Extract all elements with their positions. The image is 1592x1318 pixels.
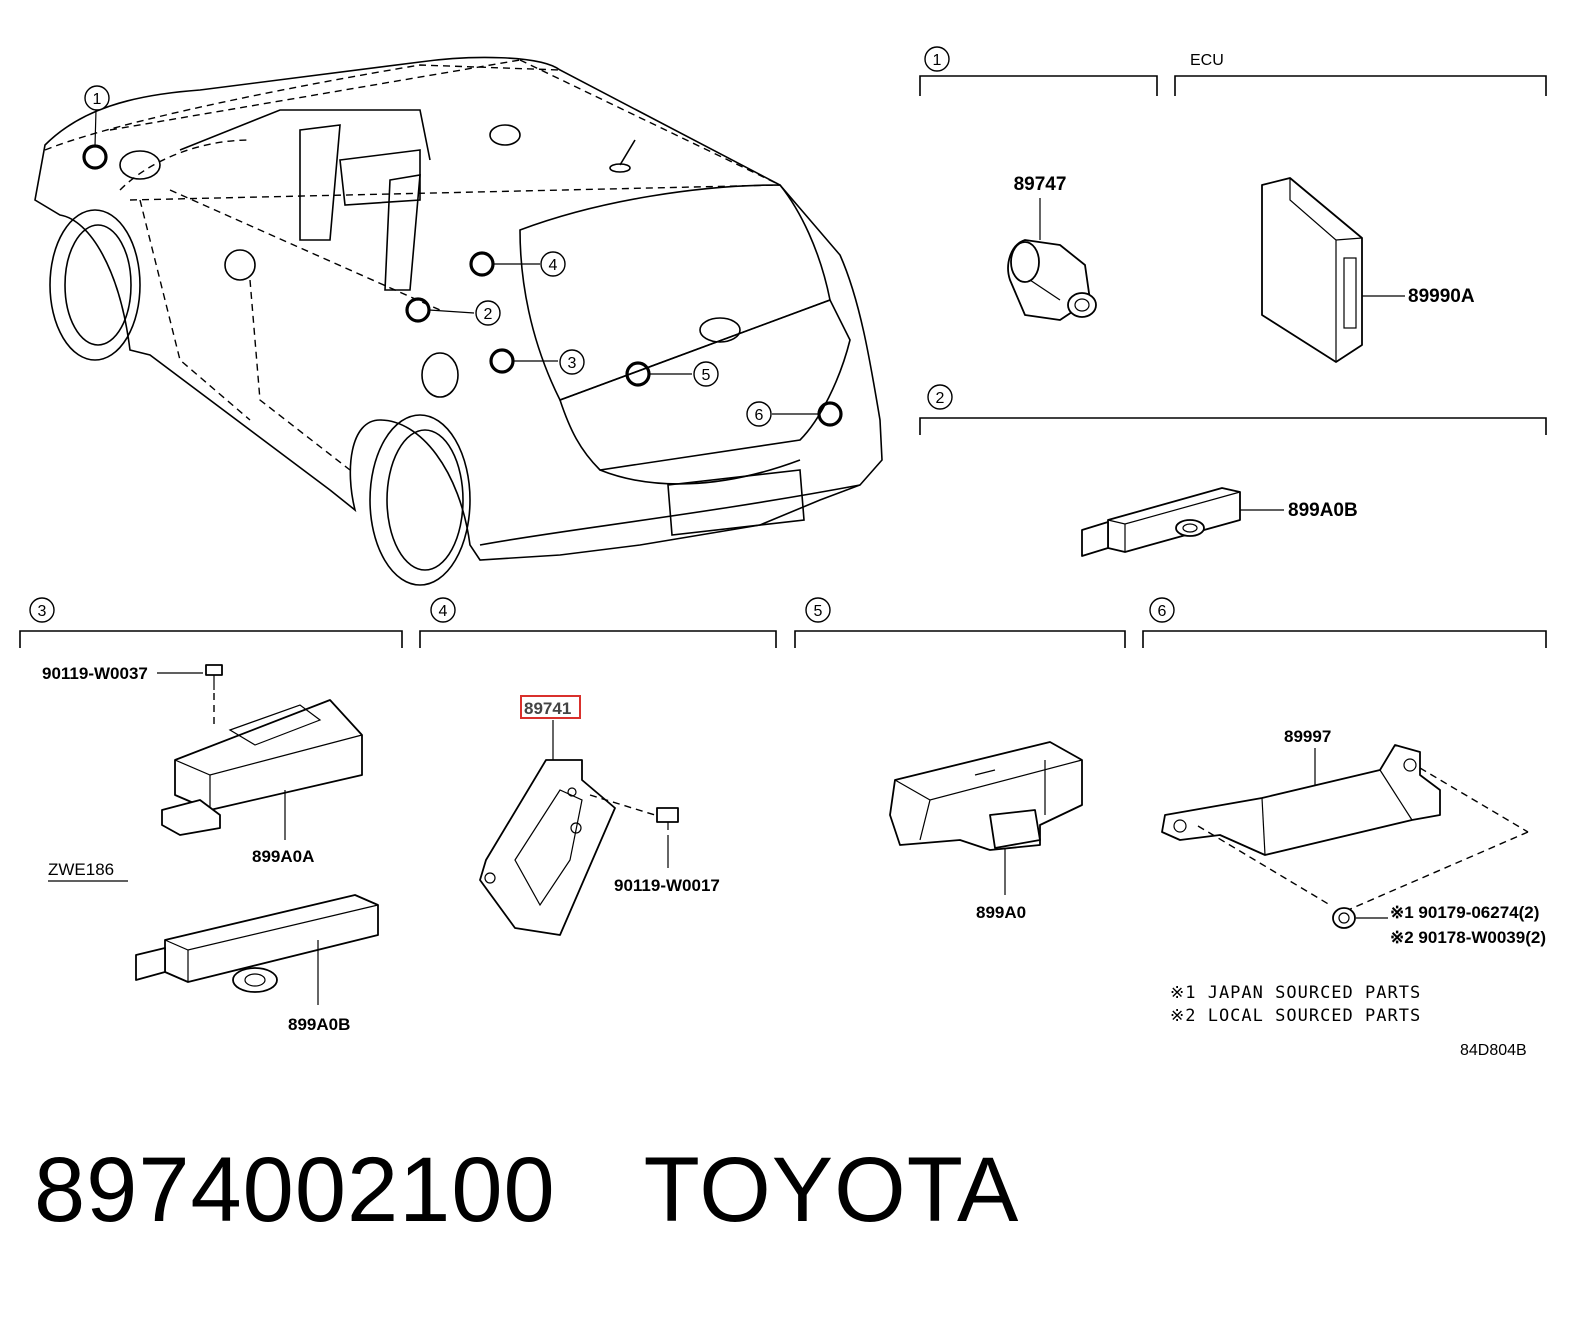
note-japan-sourced: ※1 JAPAN SOURCED PARTS bbox=[1170, 983, 1421, 1003]
label-89741: 89741 bbox=[524, 699, 571, 718]
label-90119-W0017: 90119-W0017 bbox=[614, 876, 720, 895]
section-6: 6 89997 ※1 90179-06274(2) ※2 90178-W0039… bbox=[1142, 597, 1547, 947]
car-illustration: 1 2 3 4 5 6 bbox=[34, 56, 883, 586]
footer-caption: 8974002100 TOYOTA bbox=[34, 1138, 1019, 1243]
label-899A0A: 899A0A bbox=[252, 847, 314, 866]
car-callout-4: 4 bbox=[549, 257, 558, 274]
ecu-header-label: ECU bbox=[1190, 52, 1224, 69]
label-899A0B-bottom: 899A0B bbox=[288, 1015, 350, 1034]
section-marker-5: 5 bbox=[814, 603, 823, 620]
footer-brand: TOYOTA bbox=[643, 1139, 1020, 1241]
label-899A0: 899A0 bbox=[976, 903, 1026, 922]
label-89997: 89997 bbox=[1284, 727, 1331, 746]
label-ZWE186: ZWE186 bbox=[48, 860, 114, 879]
footer-part-number: 8974002100 bbox=[34, 1139, 556, 1241]
section-5: 5 899A0 bbox=[794, 597, 1126, 922]
car-callout-5: 5 bbox=[702, 367, 711, 384]
label-89747: 89747 bbox=[1014, 174, 1067, 195]
section-marker-2: 2 bbox=[936, 390, 945, 407]
section-4: 4 89741 90119-W0017 bbox=[419, 597, 777, 936]
highlight-box-89741 bbox=[520, 695, 581, 719]
car-callout-6: 6 bbox=[755, 407, 764, 424]
note-local-sourced: ※2 LOCAL SOURCED PARTS bbox=[1170, 1006, 1421, 1026]
label-90119-W0037: 90119-W0037 bbox=[42, 664, 148, 683]
label-89990A: 89990A bbox=[1408, 286, 1475, 307]
section-3: 3 90119-W0037 899A0A ZWE186 899A0B bbox=[19, 597, 403, 1034]
car-callout-2: 2 bbox=[484, 306, 493, 323]
label-899A0B-top: 899A0B bbox=[1288, 500, 1358, 521]
label-90179-06274: ※1 90179-06274(2) bbox=[1390, 903, 1539, 922]
section-marker-6: 6 bbox=[1158, 603, 1167, 620]
section-2: 2 899A0B bbox=[919, 384, 1547, 557]
diagram-code: 84D804B bbox=[1460, 1042, 1527, 1059]
car-callout-3: 3 bbox=[568, 355, 577, 372]
section-marker-4: 4 bbox=[439, 603, 448, 620]
notes: ※1 JAPAN SOURCED PARTS ※2 LOCAL SOURCED … bbox=[1170, 983, 1527, 1059]
section-marker-1: 1 bbox=[933, 52, 942, 69]
car-callout-1: 1 bbox=[93, 91, 102, 108]
section-1: 1 ECU 89747 89990A bbox=[919, 46, 1547, 363]
section-marker-3: 3 bbox=[38, 603, 47, 620]
label-90178-W0039: ※2 90178-W0039(2) bbox=[1390, 928, 1546, 947]
